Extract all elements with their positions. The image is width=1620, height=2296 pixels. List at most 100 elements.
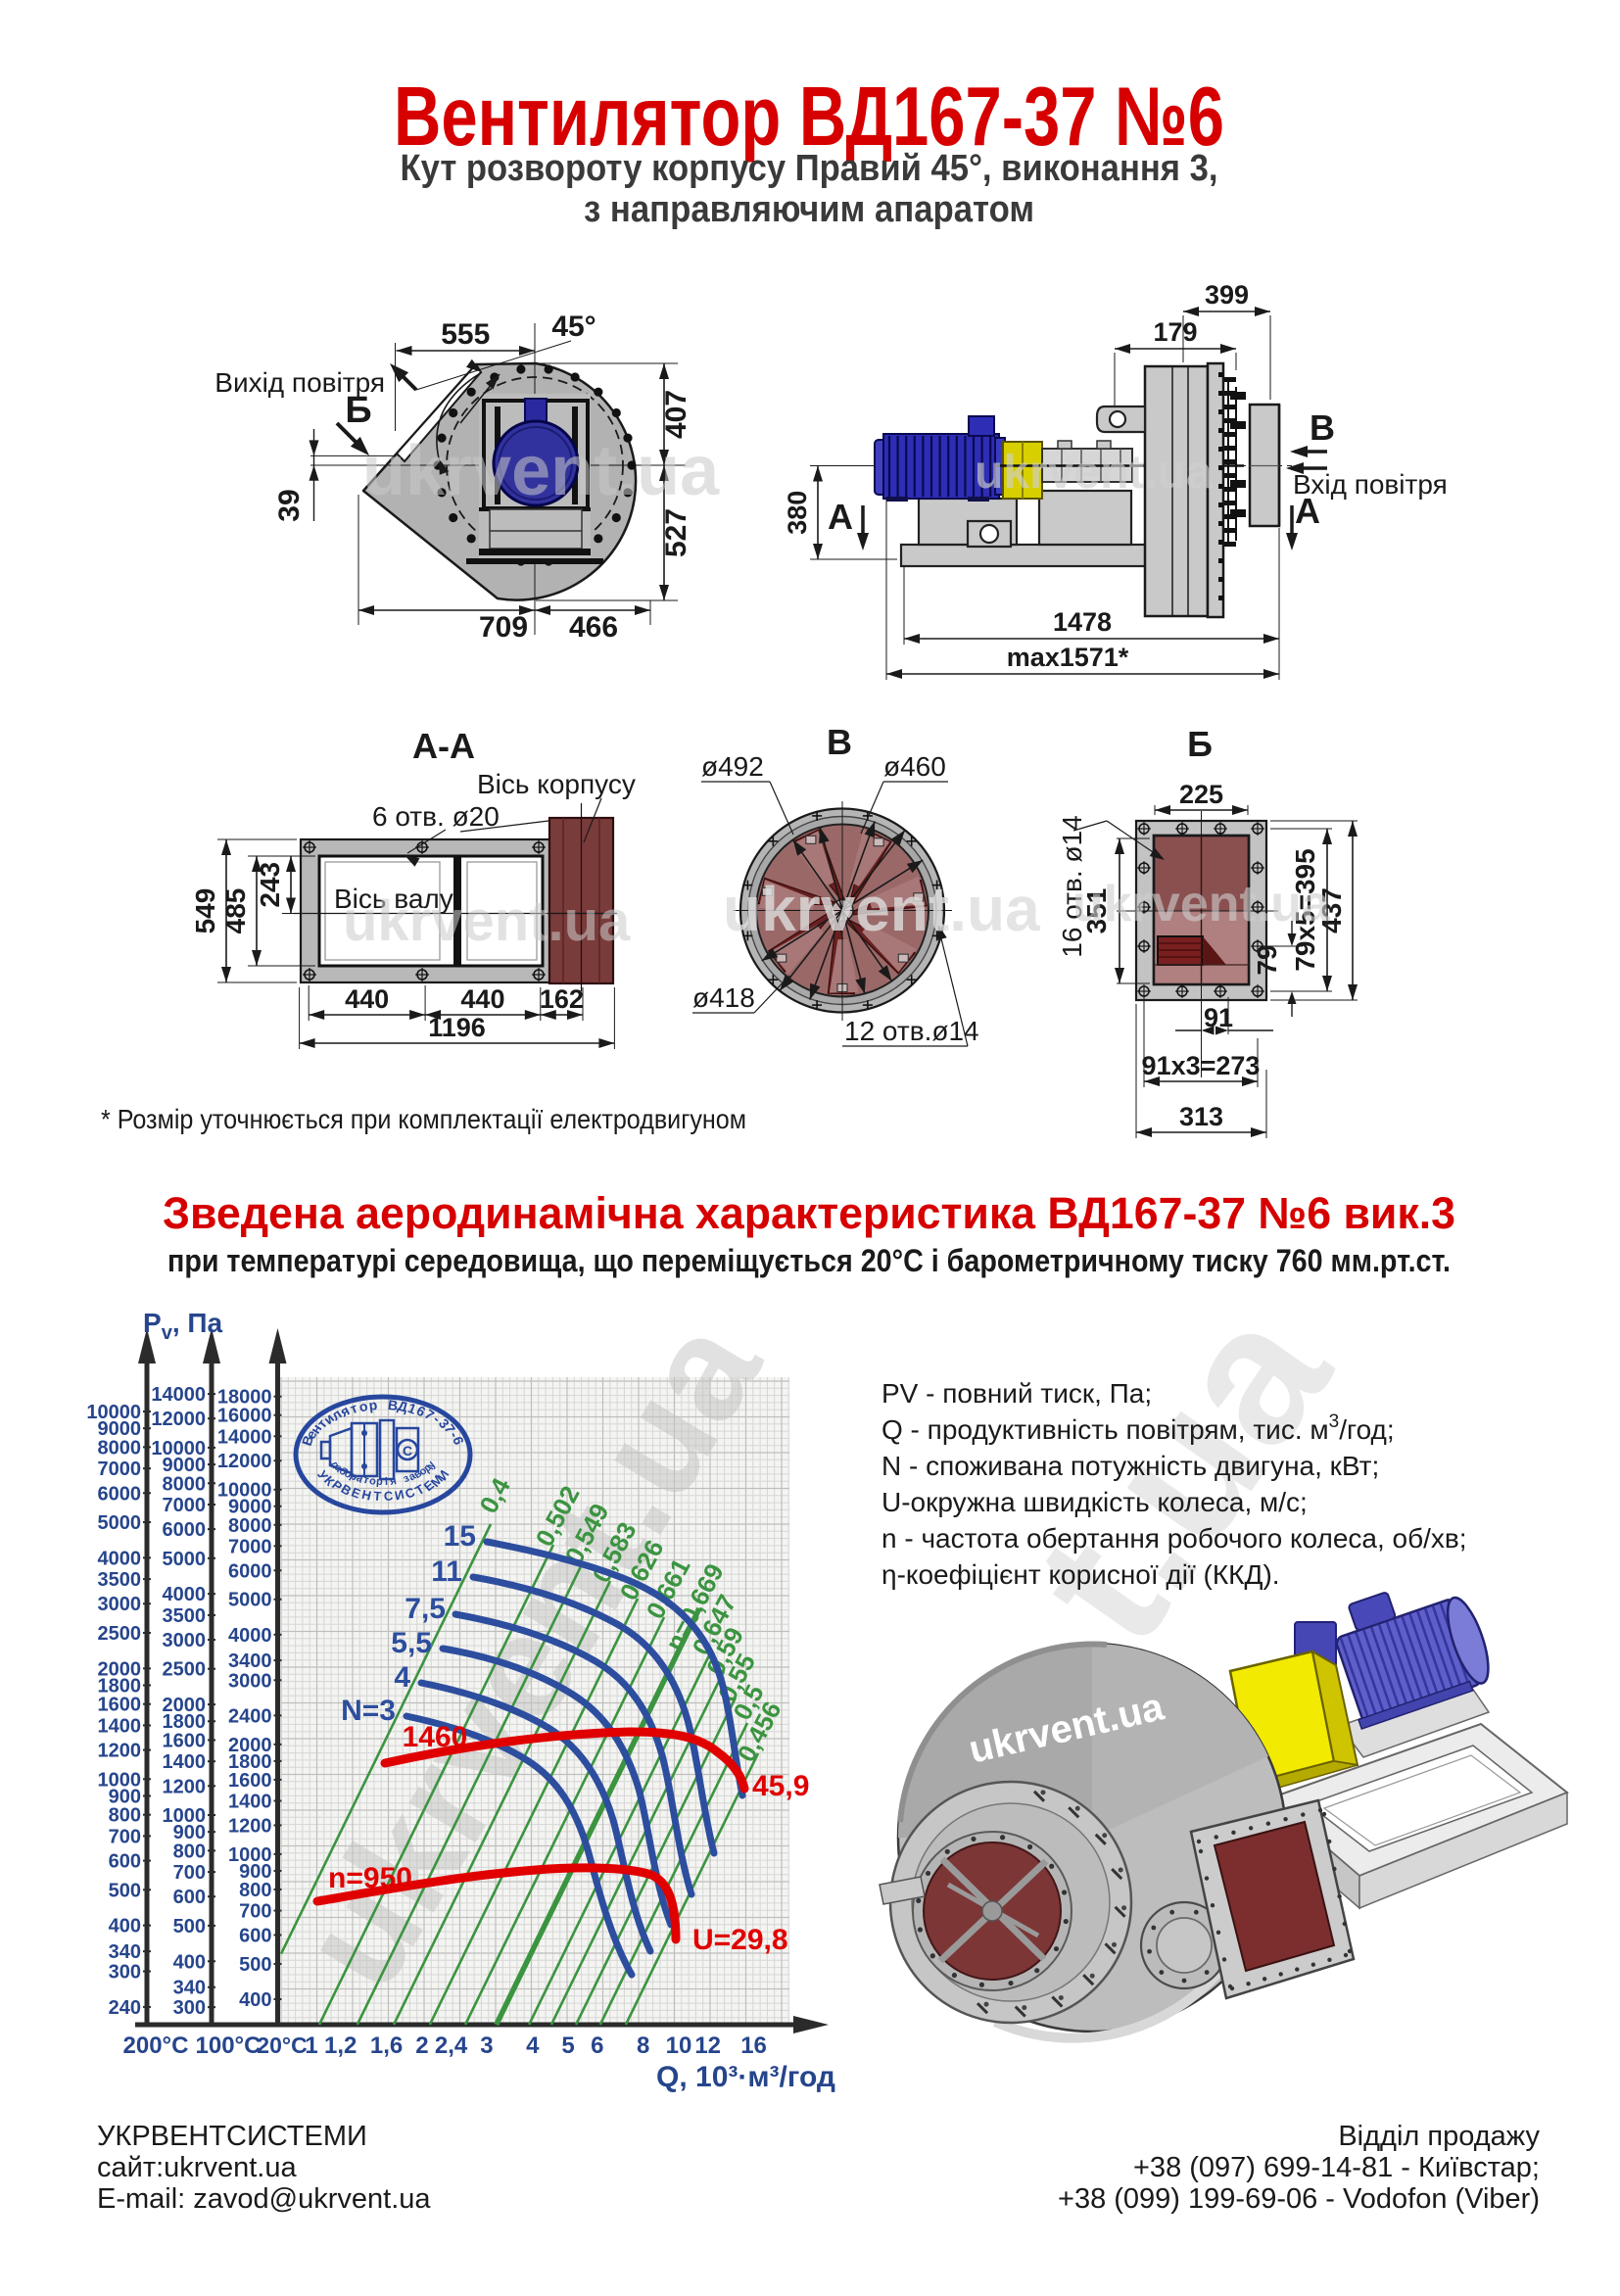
- svg-text:3500: 3500: [163, 1605, 207, 1627]
- svg-text:1460: 1460: [403, 1721, 468, 1753]
- svg-text:800: 800: [109, 1805, 141, 1827]
- svg-text:* Розмір уточнюється при компл: * Розмір уточнюється при комплектації ел…: [101, 1104, 746, 1134]
- svg-text:79х5=395: 79х5=395: [1290, 848, 1320, 971]
- svg-text:1000: 1000: [98, 1769, 142, 1791]
- svg-text:20°С: 20°С: [257, 2033, 307, 2058]
- svg-text:2000: 2000: [228, 1735, 272, 1756]
- svg-text:а: а: [355, 1472, 365, 1486]
- svg-text:В: В: [827, 722, 852, 762]
- svg-text:709: 709: [479, 611, 528, 644]
- svg-text:1,6: 1,6: [370, 2033, 403, 2059]
- svg-text:700: 700: [173, 1862, 206, 1884]
- svg-text:3000: 3000: [228, 1670, 272, 1692]
- svg-text:ø460: ø460: [883, 751, 946, 782]
- svg-text:14000: 14000: [217, 1426, 272, 1448]
- svg-text:5000: 5000: [98, 1512, 142, 1534]
- svg-text:+38 (099) 199-69-06 - Vodofon: +38 (099) 199-69-06 - Vodofon (Viber): [1058, 2183, 1540, 2215]
- svg-text:4000: 4000: [228, 1625, 272, 1647]
- svg-text:Т: Т: [373, 1489, 382, 1505]
- svg-text:4000: 4000: [163, 1584, 207, 1605]
- svg-text:2500: 2500: [98, 1623, 142, 1645]
- svg-text:600: 600: [173, 1887, 206, 1908]
- svg-text:1196: 1196: [428, 1013, 486, 1042]
- svg-text:440: 440: [345, 984, 389, 1014]
- svg-text:ukrvent.ua: ukrvent.ua: [343, 889, 631, 953]
- svg-text:1800: 1800: [228, 1751, 272, 1773]
- svg-text:300: 300: [109, 1962, 141, 1984]
- svg-text:6000: 6000: [98, 1483, 142, 1505]
- svg-text:900: 900: [109, 1786, 141, 1807]
- svg-text:700: 700: [109, 1826, 141, 1847]
- svg-text:340: 340: [109, 1941, 141, 1963]
- svg-text:45°: 45°: [551, 311, 596, 343]
- svg-text:N - споживана потужність двигу: N - споживана потужність двигуна, кВт;: [881, 1451, 1379, 1481]
- svg-text:4000: 4000: [98, 1548, 142, 1569]
- svg-text:max1571*: max1571*: [1007, 643, 1129, 672]
- svg-text:1200: 1200: [228, 1815, 272, 1837]
- svg-text:Б: Б: [1187, 724, 1213, 764]
- svg-text:10: 10: [666, 2033, 692, 2059]
- svg-text:7000: 7000: [98, 1459, 142, 1480]
- svg-text:45,9: 45,9: [752, 1770, 809, 1802]
- svg-text:549: 549: [190, 888, 220, 934]
- svg-text:3: 3: [480, 2033, 493, 2059]
- svg-text:600: 600: [239, 1925, 271, 1946]
- svg-text:1200: 1200: [163, 1776, 207, 1797]
- svg-text:10000: 10000: [86, 1402, 141, 1423]
- svg-text:179: 179: [1153, 317, 1197, 347]
- svg-text:1400: 1400: [228, 1792, 272, 1813]
- svg-text:15: 15: [444, 1520, 476, 1553]
- svg-text:η-коефіцієнт корисної дії (ККД: η-коефіцієнт корисної дії (ККД).: [881, 1559, 1280, 1590]
- svg-text:7,5: 7,5: [405, 1593, 446, 1625]
- svg-text:ukrvent.ua: ukrvent.ua: [1072, 876, 1331, 933]
- svg-text:при температурі середовища, що: при температурі середовища, що переміщує…: [167, 1243, 1451, 1278]
- svg-text:з: з: [402, 1472, 411, 1485]
- svg-text:8000: 8000: [228, 1515, 272, 1537]
- svg-text:т: т: [361, 1474, 370, 1487]
- svg-text:16000: 16000: [217, 1406, 272, 1427]
- svg-text:2,4: 2,4: [435, 2033, 468, 2059]
- svg-text:600: 600: [109, 1851, 141, 1873]
- svg-text:E-mail: zavod@ukrvent.ua: E-mail: zavod@ukrvent.ua: [97, 2183, 431, 2215]
- svg-text:+38 (097) 699-14-81 - Київстар: +38 (097) 699-14-81 - Київстар;: [1133, 2152, 1540, 2183]
- svg-text:ø492: ø492: [701, 751, 764, 782]
- svg-text:12000: 12000: [217, 1451, 272, 1472]
- svg-text:1600: 1600: [98, 1695, 142, 1716]
- svg-text:И: И: [393, 1487, 405, 1504]
- svg-text:Вісь корпусу: Вісь корпусу: [477, 769, 636, 799]
- svg-text:2000: 2000: [98, 1658, 142, 1680]
- svg-text:100°С: 100°С: [196, 2033, 262, 2059]
- svg-text:сайт:ukrvent.ua: сайт:ukrvent.ua: [97, 2152, 297, 2183]
- svg-text:800: 800: [239, 1880, 271, 1901]
- svg-text:2500: 2500: [163, 1659, 207, 1681]
- svg-text:1000: 1000: [163, 1805, 207, 1827]
- svg-text:91х3=273: 91х3=273: [1142, 1051, 1261, 1080]
- svg-text:Q, 10³·м³/год: Q, 10³·м³/год: [656, 2061, 835, 2093]
- svg-text:399: 399: [1205, 280, 1249, 310]
- svg-text:39: 39: [273, 489, 306, 521]
- svg-text:555: 555: [441, 318, 490, 351]
- svg-text:1800: 1800: [98, 1675, 142, 1697]
- svg-text:3500: 3500: [98, 1569, 142, 1591]
- svg-text:1400: 1400: [163, 1751, 207, 1773]
- svg-text:-: -: [447, 1429, 463, 1440]
- svg-text:А: А: [828, 497, 853, 537]
- svg-text:8: 8: [637, 2033, 649, 2059]
- svg-text:7000: 7000: [228, 1536, 272, 1557]
- svg-text:Кут розвороту корпусу Правий 4: Кут розвороту корпусу Правий 45°, викона…: [401, 148, 1218, 189]
- svg-text:400: 400: [239, 1989, 271, 2011]
- svg-text:8000: 8000: [98, 1437, 142, 1459]
- svg-text:10000: 10000: [217, 1480, 272, 1502]
- svg-text:Вентилятор ВД167-37 №6: Вентилятор ВД167-37 №6: [394, 71, 1224, 164]
- svg-text:1600: 1600: [228, 1770, 272, 1792]
- svg-text:Відділ продажу: Відділ продажу: [1338, 2121, 1540, 2152]
- svg-text:6 отв. ø20: 6 отв. ø20: [372, 801, 500, 832]
- svg-text:2000: 2000: [163, 1695, 207, 1716]
- svg-text:9000: 9000: [98, 1418, 142, 1440]
- svg-text:о: о: [368, 1475, 377, 1488]
- svg-text:2400: 2400: [228, 1705, 272, 1727]
- svg-text:162: 162: [540, 984, 584, 1014]
- svg-text:340: 340: [173, 1978, 206, 1999]
- svg-text:3400: 3400: [228, 1650, 272, 1672]
- svg-text:Зведена аеродинамічна характер: Зведена аеродинамічна характеристика ВД1…: [163, 1188, 1455, 1238]
